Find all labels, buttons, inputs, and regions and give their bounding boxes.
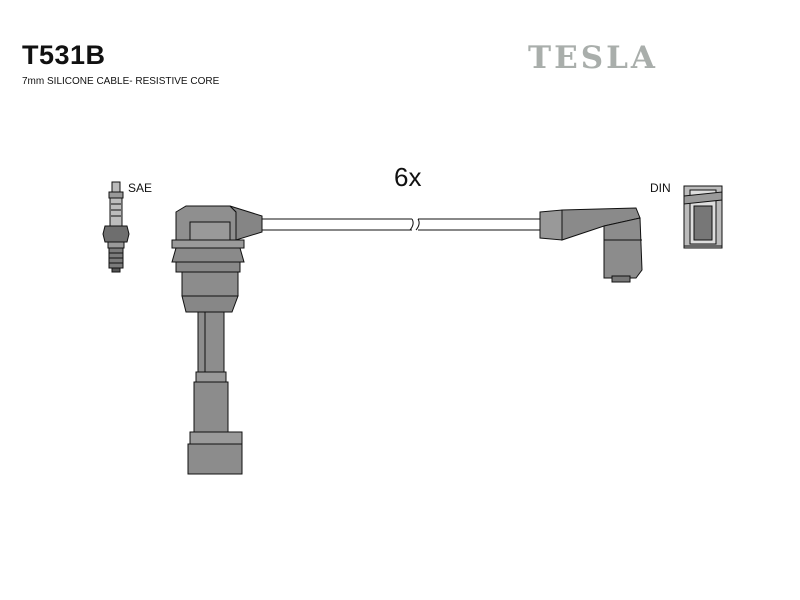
product-description: 7mm SILICONE CABLE- RESISTIVE CORE xyxy=(22,76,220,87)
quantity-label: 6x xyxy=(394,162,422,192)
part-number: T531B xyxy=(22,40,106,70)
din-connector-icon xyxy=(683,185,723,249)
sae-label: SAE xyxy=(128,181,153,195)
spark-plug-icon xyxy=(102,181,130,273)
cable-icon xyxy=(262,218,540,231)
plug-boot-icon xyxy=(171,205,263,475)
coil-boot-icon xyxy=(539,207,643,283)
brand-logo: TESLA xyxy=(528,40,658,76)
din-label: DIN xyxy=(650,181,671,195)
